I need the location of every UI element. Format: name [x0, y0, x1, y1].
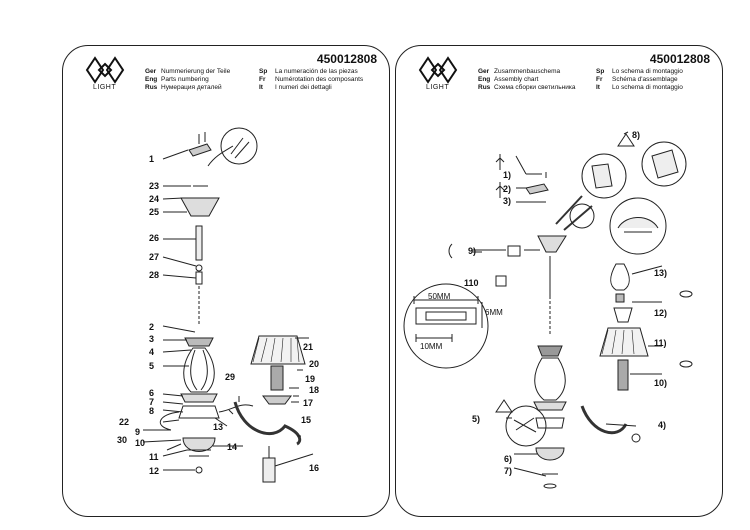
label-7: 7	[149, 397, 155, 407]
label-21: 21	[303, 342, 314, 352]
step-2: 2)	[503, 184, 512, 194]
label-14: 14	[227, 442, 238, 452]
step-11: 11)	[654, 338, 667, 348]
label-6: 6	[149, 388, 155, 398]
brand-logo-icon	[85, 56, 125, 84]
step-4: 4)	[658, 420, 667, 430]
label-17: 17	[303, 398, 314, 408]
chandelier-exploded-drawing	[142, 127, 314, 483]
label-5: 5	[149, 361, 155, 371]
step-1: 1)	[503, 170, 512, 180]
label-2: 2	[149, 322, 155, 332]
assembly-drawing	[403, 131, 693, 489]
label-26: 26	[149, 233, 160, 243]
step-9: 9)	[468, 246, 477, 256]
label-4: 4	[149, 347, 155, 357]
step-7: 7)	[504, 466, 513, 476]
label-27: 27	[149, 252, 160, 262]
step-12: 12)	[654, 308, 668, 318]
product-code: 450012808	[649, 52, 710, 66]
dim-side-label: 6MM	[485, 308, 503, 317]
step-13: 13)	[654, 268, 668, 278]
label-10: 10	[135, 438, 146, 448]
step-8: 8)	[632, 130, 641, 140]
label-8: 8	[149, 406, 155, 416]
label-30: 30	[117, 435, 128, 445]
label-22: 22	[119, 417, 130, 427]
warning-icon	[617, 133, 635, 147]
label-29: 29	[225, 372, 236, 382]
label-24: 24	[149, 194, 160, 204]
label-13: 13	[213, 422, 224, 432]
label-9: 9	[135, 427, 141, 437]
logo-text: LIGHT	[426, 84, 450, 91]
brand-logo-icon	[418, 56, 458, 84]
step-10: 10)	[654, 378, 668, 388]
label-11: 11	[149, 452, 159, 462]
label-20: 20	[309, 359, 320, 369]
label-23: 23	[149, 181, 160, 191]
label-18: 18	[309, 385, 320, 395]
step-6: 6)	[504, 454, 513, 464]
label-12: 12	[149, 466, 160, 476]
label-1: 1	[149, 154, 155, 164]
label-3: 3	[149, 334, 155, 344]
step-3: 3)	[503, 196, 512, 206]
warning-icon	[495, 399, 513, 413]
step-5: 5)	[472, 414, 481, 424]
label-16: 16	[309, 463, 320, 473]
label-19: 19	[305, 374, 316, 384]
dim-bottom-label: 10MM	[420, 342, 443, 351]
label-25: 25	[149, 207, 160, 217]
product-code: 450012808	[316, 52, 377, 66]
label-15: 15	[301, 415, 312, 425]
label-28: 28	[149, 270, 160, 280]
logo-text: LIGHT	[93, 84, 117, 91]
dim-top-label: 50MM	[428, 292, 451, 301]
box-id-label: 110	[464, 278, 479, 288]
